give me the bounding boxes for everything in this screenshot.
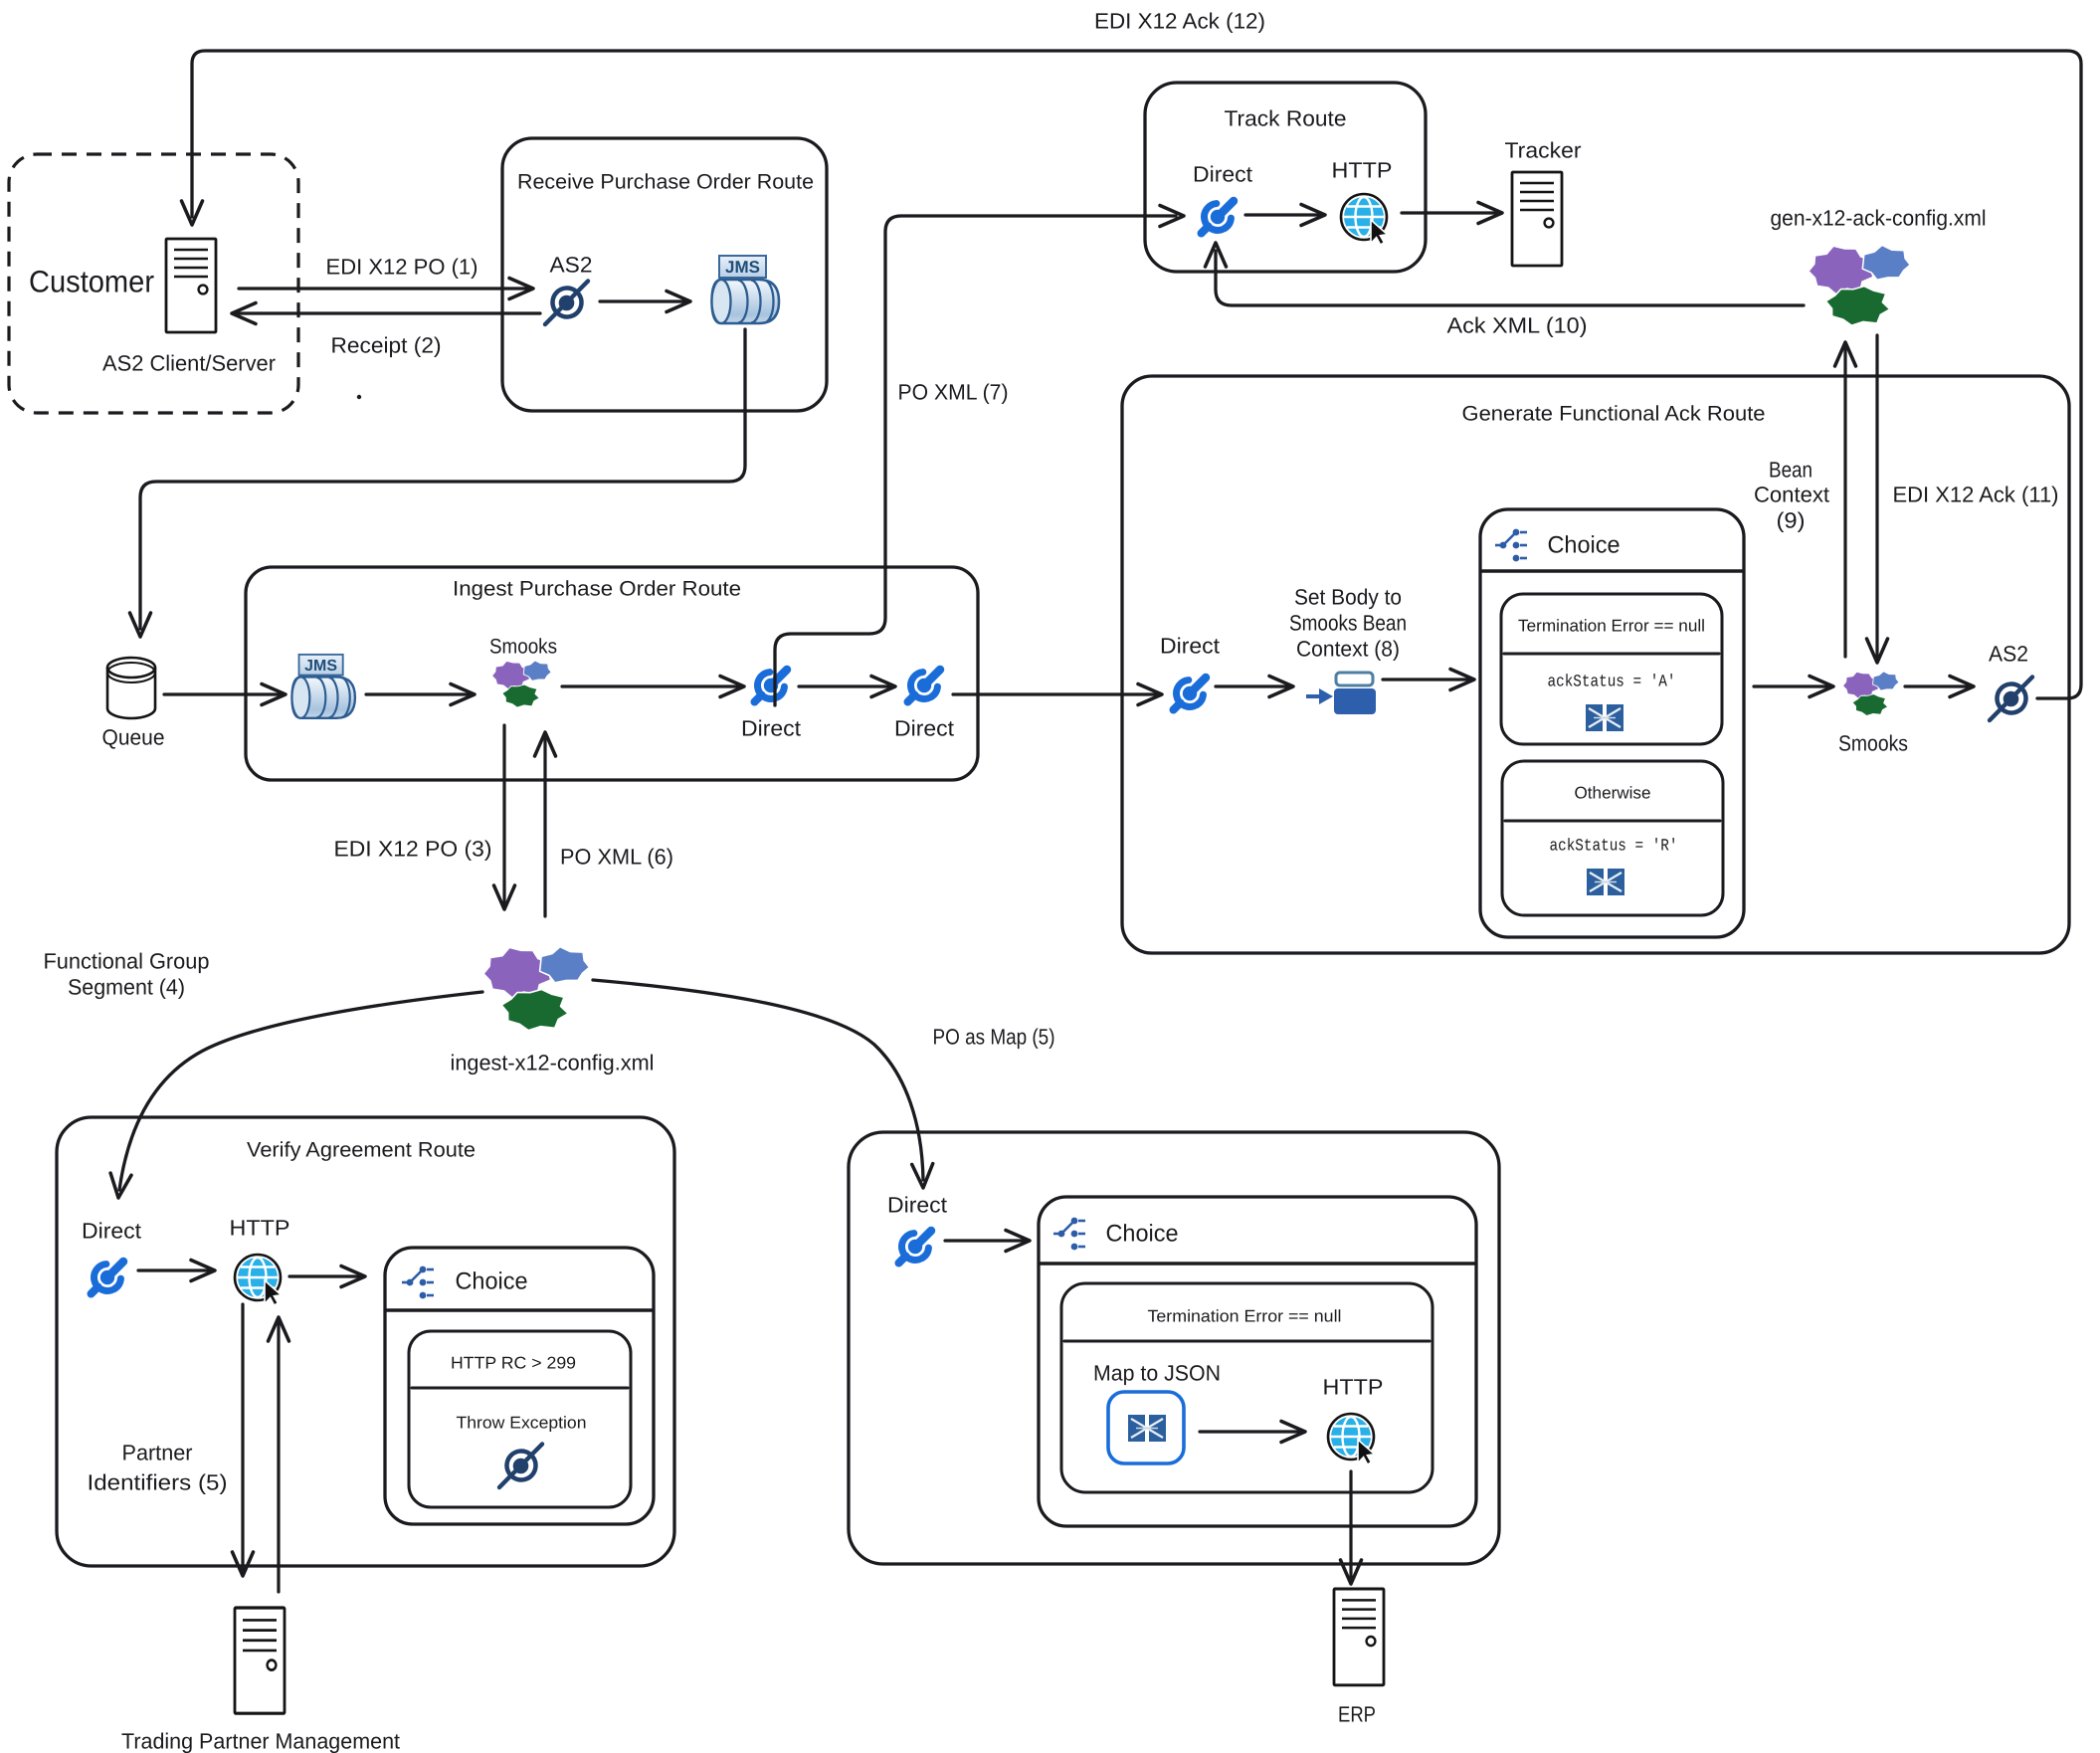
svg-text:Direct: Direct xyxy=(894,716,954,741)
svg-text:ingest-x12-config.xml: ingest-x12-config.xml xyxy=(451,1051,655,1075)
svg-text:AS2 Client/Server: AS2 Client/Server xyxy=(102,351,276,376)
svg-text:Choice: Choice xyxy=(456,1268,528,1295)
svg-text:(9): (9) xyxy=(1777,508,1806,533)
svg-text:Direct: Direct xyxy=(1160,634,1220,659)
svg-text:Context: Context xyxy=(1754,483,1829,507)
svg-text:gen-x12-ack-config.xml: gen-x12-ack-config.xml xyxy=(1771,206,1987,231)
svg-text:Trading Partner Management: Trading Partner Management xyxy=(121,1729,400,1753)
svg-text:EDI X12 Ack (11): EDI X12 Ack (11) xyxy=(1893,483,2059,507)
svg-text:Receive Purchase Order Route: Receive Purchase Order Route xyxy=(517,171,814,194)
svg-text:HTTP RC > 299: HTTP RC > 299 xyxy=(451,1354,576,1373)
svg-text:Tracker: Tracker xyxy=(1505,138,1582,163)
svg-text:EDI X12 PO (1): EDI X12 PO (1) xyxy=(326,255,478,280)
svg-text:EDI X12 Ack (12): EDI X12 Ack (12) xyxy=(1094,9,1265,34)
svg-text:Set Body to: Set Body to xyxy=(1294,585,1402,610)
svg-text:Verify Agreement Route: Verify Agreement Route xyxy=(247,1139,476,1162)
svg-text:Smooks: Smooks xyxy=(1838,731,1908,756)
svg-text:Ack XML (10): Ack XML (10) xyxy=(1447,313,1588,338)
svg-text:HTTP: HTTP xyxy=(1323,1375,1384,1400)
svg-text:Direct: Direct xyxy=(741,716,801,741)
svg-text:Throw Exception: Throw Exception xyxy=(457,1414,587,1433)
svg-text:Ingest Purchase Order Route: Ingest Purchase Order Route xyxy=(453,578,741,601)
svg-text:Partner: Partner xyxy=(122,1441,193,1465)
svg-text:Customer: Customer xyxy=(29,265,154,299)
svg-text:Choice: Choice xyxy=(1548,532,1621,559)
svg-text:Otherwise: Otherwise xyxy=(1575,784,1651,803)
svg-text:ERP: ERP xyxy=(1338,1702,1376,1727)
svg-text:Queue: Queue xyxy=(102,725,165,750)
svg-text:Bean: Bean xyxy=(1769,458,1813,483)
svg-text:Track Route: Track Route xyxy=(1225,106,1347,131)
svg-text:Segment (4): Segment (4) xyxy=(68,975,185,1000)
svg-text:Smooks Bean: Smooks Bean xyxy=(1289,611,1407,636)
svg-text:PO XML (7): PO XML (7) xyxy=(898,380,1009,405)
svg-text:Choice: Choice xyxy=(1106,1221,1179,1248)
svg-text:PO as Map (5): PO as Map (5) xyxy=(933,1025,1055,1050)
svg-text:Direct: Direct xyxy=(1193,162,1252,187)
svg-text:AS2: AS2 xyxy=(1989,642,2028,667)
svg-text:Context (8): Context (8) xyxy=(1296,637,1400,662)
svg-text:Identifiers (5): Identifiers (5) xyxy=(88,1470,228,1495)
svg-text:Direct: Direct xyxy=(82,1219,141,1244)
svg-text:Receipt (2): Receipt (2) xyxy=(331,333,442,358)
svg-text:Generate Functional Ack Route: Generate Functional Ack Route xyxy=(1462,403,1766,426)
svg-text:ackStatus = 'R': ackStatus = 'R' xyxy=(1550,838,1678,857)
svg-text:Termination Error == null: Termination Error == null xyxy=(1518,617,1705,636)
svg-text:Direct: Direct xyxy=(887,1193,947,1218)
svg-text:ackStatus = 'A': ackStatus = 'A' xyxy=(1548,674,1676,692)
svg-text:PO XML (6): PO XML (6) xyxy=(560,845,673,870)
svg-text:HTTP: HTTP xyxy=(1332,158,1393,183)
svg-text:EDI X12 PO (3): EDI X12 PO (3) xyxy=(334,837,492,862)
svg-text:AS2: AS2 xyxy=(550,253,593,278)
svg-text:Smooks: Smooks xyxy=(489,636,557,659)
svg-text:Functional Group: Functional Group xyxy=(44,949,210,974)
svg-text:Map to JSON: Map to JSON xyxy=(1093,1361,1221,1386)
svg-text:Termination Error == null: Termination Error == null xyxy=(1148,1307,1342,1326)
svg-text:HTTP: HTTP xyxy=(230,1216,290,1241)
